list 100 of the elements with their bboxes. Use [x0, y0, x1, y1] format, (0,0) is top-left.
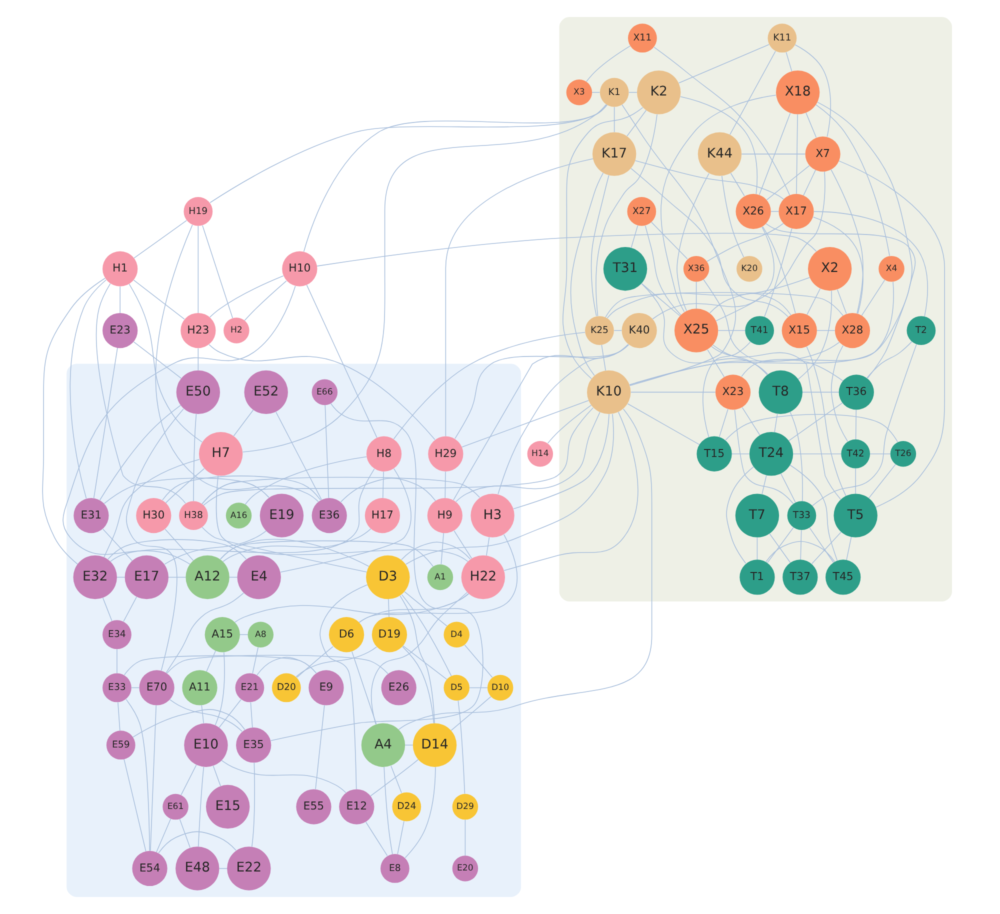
- node-circle: E61: [162, 794, 188, 820]
- connector: [193, 414, 197, 502]
- node-circle: T36: [838, 374, 874, 410]
- node-circle: T26: [890, 441, 916, 467]
- node-circle: X2: [808, 246, 852, 291]
- node-circle: X28: [834, 312, 870, 348]
- connector: [634, 160, 784, 200]
- node-circle: D5: [444, 674, 470, 701]
- node-circle: E50: [176, 370, 220, 414]
- connector: [816, 104, 890, 256]
- connector: [126, 408, 184, 671]
- node-circle: K11: [768, 24, 797, 53]
- node-circle: T5: [834, 494, 878, 538]
- connector: [256, 656, 317, 676]
- connector: [179, 818, 190, 848]
- connector: [402, 645, 448, 680]
- connector: [133, 341, 182, 379]
- connector: [456, 412, 600, 502]
- connector: [296, 646, 378, 678]
- connector: [126, 698, 150, 852]
- connector: [454, 530, 472, 559]
- connector: [709, 293, 792, 316]
- connector: [156, 818, 172, 853]
- connector: [678, 44, 770, 84]
- connector: [796, 114, 798, 194]
- connector: [816, 330, 836, 331]
- node-circle: H3: [470, 494, 514, 538]
- connector: [296, 646, 334, 678]
- node-circle: T1: [740, 560, 775, 595]
- connector: [444, 471, 446, 498]
- connector: [703, 279, 844, 382]
- connector: [696, 281, 697, 309]
- node-circle: H29: [428, 436, 464, 472]
- node-circle: H7: [198, 432, 243, 476]
- connector: [166, 654, 388, 674]
- node-circle: K10: [587, 370, 631, 414]
- node-circle: T42: [841, 439, 870, 468]
- connector: [622, 104, 736, 386]
- connector: [252, 646, 258, 674]
- connector: [866, 341, 912, 378]
- connector: [812, 216, 864, 314]
- node-circle: A12: [186, 555, 230, 600]
- connector: [102, 597, 112, 622]
- node-circle: K44: [698, 132, 742, 176]
- connector: [861, 280, 886, 316]
- node-circle: K1: [600, 78, 629, 107]
- node-circle: D14: [412, 723, 457, 767]
- node-circle: H14: [527, 441, 554, 467]
- connector: [340, 478, 436, 502]
- node-circle: E34: [102, 620, 132, 650]
- connector: [806, 112, 817, 138]
- node-circle: X15: [782, 312, 817, 348]
- connector: [168, 576, 186, 578]
- connector: [792, 453, 842, 454]
- connector: [216, 475, 468, 562]
- connector: [162, 476, 321, 500]
- connector: [201, 704, 204, 724]
- node-circle: T41: [745, 316, 774, 345]
- connector: [99, 404, 181, 500]
- connector: [218, 868, 228, 869]
- node-circle: A16: [226, 502, 252, 528]
- connector: [320, 584, 368, 790]
- connector: [214, 652, 225, 726]
- connector: [401, 594, 452, 676]
- connector: [170, 699, 243, 732]
- node-circle: E31: [74, 498, 109, 534]
- connector: [203, 407, 594, 506]
- connector: [590, 174, 610, 316]
- connector: [445, 158, 594, 437]
- node-circle: T24: [749, 432, 794, 476]
- node-circle: H10: [282, 251, 318, 286]
- connector: [630, 392, 716, 393]
- connector: [96, 283, 186, 504]
- node-circle: A15: [204, 617, 240, 652]
- node-circle: E59: [106, 730, 136, 760]
- connector: [630, 168, 788, 318]
- connector: [469, 687, 488, 688]
- connector: [726, 466, 754, 564]
- node-circle: X18: [776, 70, 820, 114]
- connector: [716, 171, 826, 322]
- connector: [202, 526, 367, 572]
- node-circle: X25: [674, 308, 718, 352]
- connector: [316, 232, 817, 266]
- connector: [280, 468, 412, 573]
- connector: [605, 292, 844, 318]
- connector: [388, 598, 390, 618]
- connector: [606, 277, 810, 318]
- node-circle: T31: [603, 246, 648, 291]
- connector: [731, 453, 750, 454]
- node-circle: H1: [102, 251, 138, 286]
- connector: [614, 106, 615, 132]
- connector: [811, 532, 842, 564]
- connector: [812, 344, 917, 506]
- connector: [244, 456, 367, 505]
- node-circle: A11: [182, 670, 218, 706]
- node-circle: K17: [592, 132, 636, 176]
- connector: [132, 709, 246, 738]
- connector: [240, 634, 248, 636]
- connector: [406, 414, 614, 565]
- connector: [303, 104, 608, 252]
